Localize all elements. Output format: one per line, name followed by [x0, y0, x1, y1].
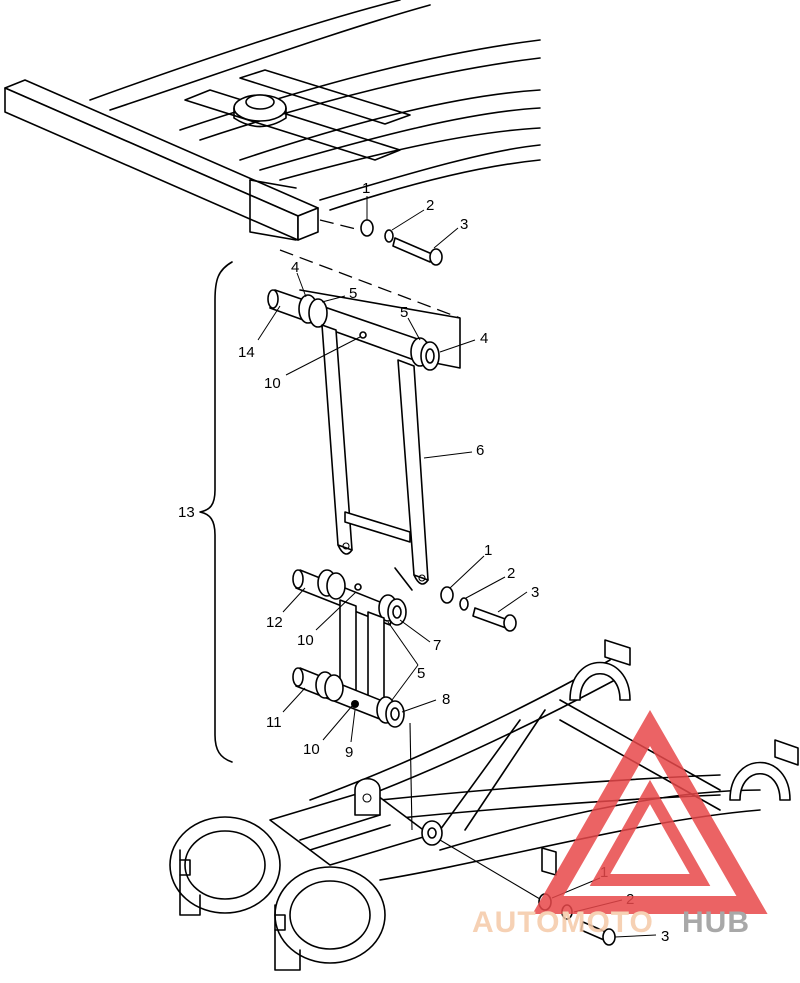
- callout-10-low: 10: [303, 741, 320, 758]
- callout-4-left: 4: [291, 259, 299, 276]
- callout-13: 13: [178, 504, 195, 521]
- lockwasher-2-top: [384, 229, 394, 243]
- watermark-text-part2: HUB: [682, 906, 750, 939]
- callout-7: 7: [433, 637, 441, 654]
- callout-1-mid: 1: [484, 542, 492, 559]
- watermark-logo: AUTOMOTO HUB: [472, 709, 768, 939]
- group-brace-13: [199, 261, 233, 763]
- frame-assembly: [4, 0, 541, 241]
- callout-3-top: 3: [460, 216, 468, 233]
- callout-4-right: 4: [480, 330, 488, 347]
- leader-lines: [257, 196, 657, 938]
- lockwasher-2-mid: [459, 597, 469, 611]
- bolt-3-top: [392, 237, 433, 263]
- callout-10-upper: 10: [264, 375, 281, 392]
- callout-5-right: 5: [400, 304, 408, 321]
- lower-link-assembly: [292, 569, 407, 728]
- callout-3-bottom: 3: [661, 928, 669, 945]
- callout-10-mid: 10: [297, 632, 314, 649]
- callout-1-top: 1: [362, 180, 370, 197]
- washer-1-top: [360, 219, 374, 237]
- callout-9: 9: [345, 744, 353, 761]
- callout-5-left: 5: [349, 285, 357, 302]
- watermark-text-part1: AUTOMOTO: [472, 906, 654, 939]
- link-bracket-6: [267, 289, 461, 591]
- callout-3-mid: 3: [531, 584, 539, 601]
- callout-6: 6: [476, 442, 484, 459]
- mid-hardware: [440, 586, 517, 632]
- callout-5-mid: 5: [417, 665, 425, 682]
- callout-14: 14: [238, 344, 255, 361]
- callout-11: 11: [266, 714, 282, 731]
- callout-8: 8: [442, 691, 450, 708]
- callout-2-top: 2: [426, 197, 434, 214]
- callout-2-mid: 2: [507, 565, 515, 582]
- washer-1-mid: [440, 586, 454, 604]
- bolt-3-mid: [472, 607, 509, 629]
- top-hardware: [360, 219, 443, 266]
- callout-12: 12: [266, 614, 283, 631]
